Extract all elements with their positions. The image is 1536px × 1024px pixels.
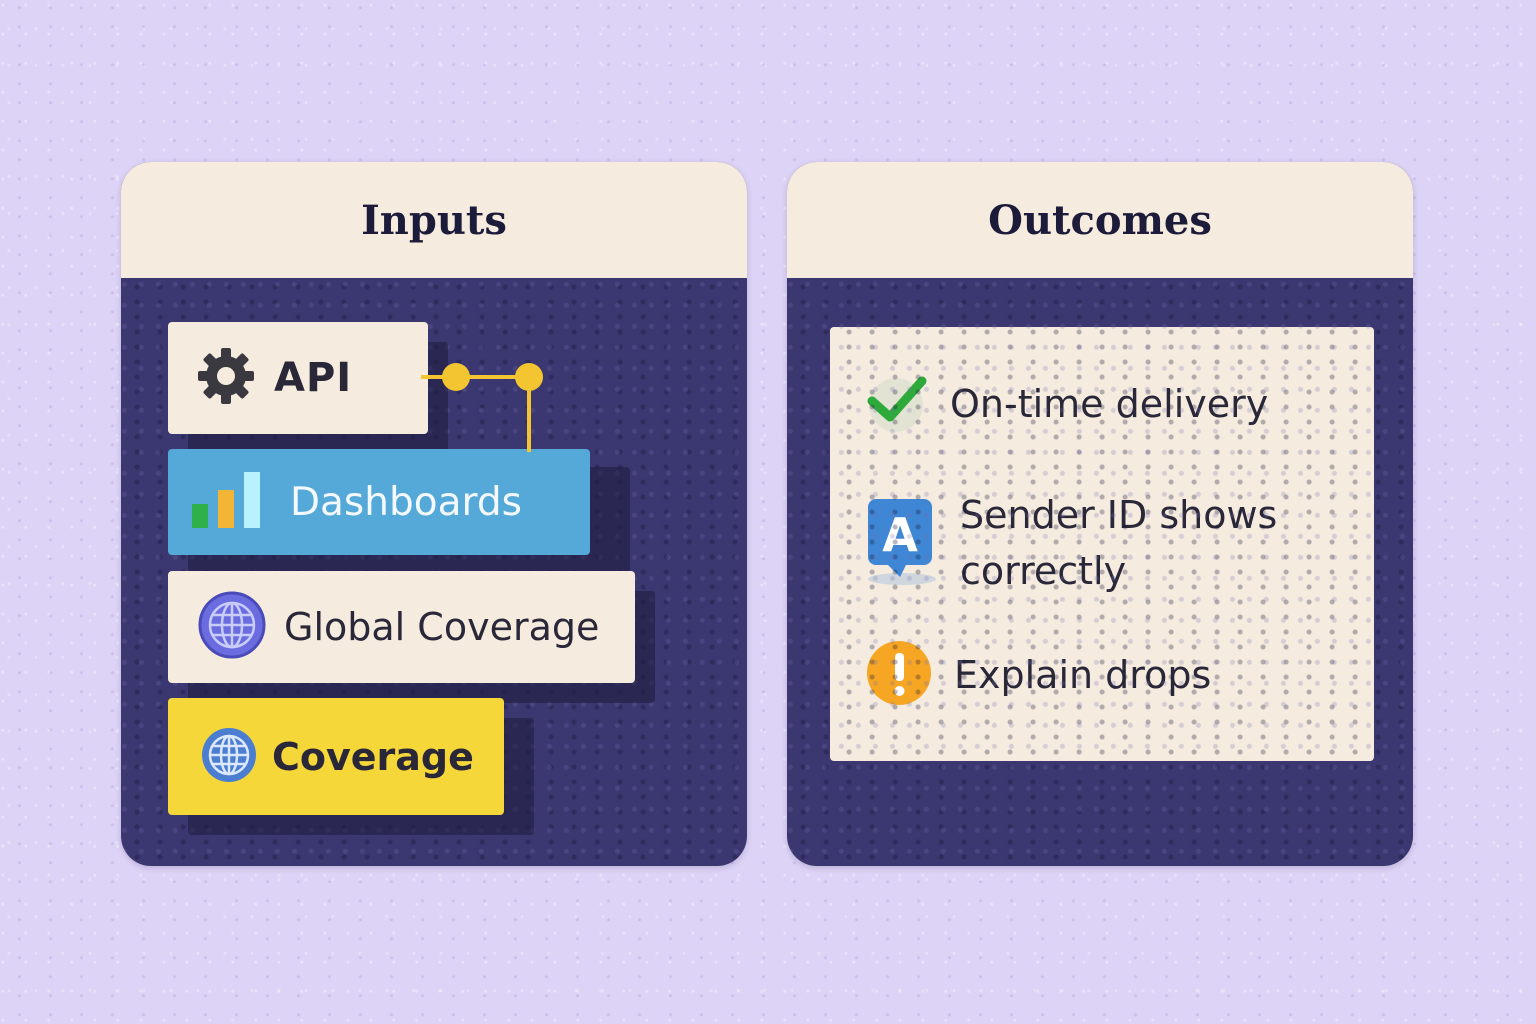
- checkmark-icon: [866, 371, 928, 437]
- letter-a-badge-icon: A: [866, 495, 938, 591]
- api-label: API: [274, 355, 353, 401]
- outcome-item-sender-id: A Sender ID shows correctly: [866, 487, 1277, 599]
- global-coverage-card[interactable]: Global Coverage: [168, 571, 635, 683]
- coverage-label: Coverage: [272, 734, 474, 779]
- coverage-card[interactable]: Coverage: [168, 698, 504, 815]
- outcomes-panel: Outcomes On-time delivery A Se: [787, 162, 1413, 866]
- api-card[interactable]: API: [168, 322, 428, 434]
- outcomes-list-card: On-time delivery A Sender ID shows corre…: [830, 327, 1374, 761]
- outcome-text-on-time-delivery: On-time delivery: [950, 382, 1269, 426]
- api-connector-line: [421, 363, 543, 452]
- inputs-panel: Inputs API: [121, 162, 747, 866]
- dashboards-label: Dashboards: [290, 479, 522, 525]
- outcome-text-sender-id-line2: correctly: [960, 549, 1127, 593]
- global-coverage-label: Global Coverage: [284, 605, 600, 649]
- globe-icon: [200, 726, 258, 788]
- outcome-text-sender-id: Sender ID shows correctly: [960, 487, 1277, 599]
- globe-icon: [198, 591, 266, 663]
- outcome-text-sender-id-line1: Sender ID shows: [960, 493, 1278, 537]
- dashboards-card[interactable]: Dashboards: [168, 449, 590, 555]
- svg-text:A: A: [882, 508, 918, 562]
- inputs-title: Inputs: [121, 162, 747, 278]
- outcome-item-on-time-delivery: On-time delivery: [866, 371, 1268, 437]
- outcome-item-explain-drops: Explain drops: [866, 640, 1211, 710]
- outcomes-title: Outcomes: [787, 162, 1413, 278]
- outcome-text-explain-drops: Explain drops: [954, 653, 1212, 697]
- exclamation-icon: [866, 640, 932, 710]
- bar-chart-icon: [192, 472, 264, 532]
- gear-icon: [196, 346, 256, 410]
